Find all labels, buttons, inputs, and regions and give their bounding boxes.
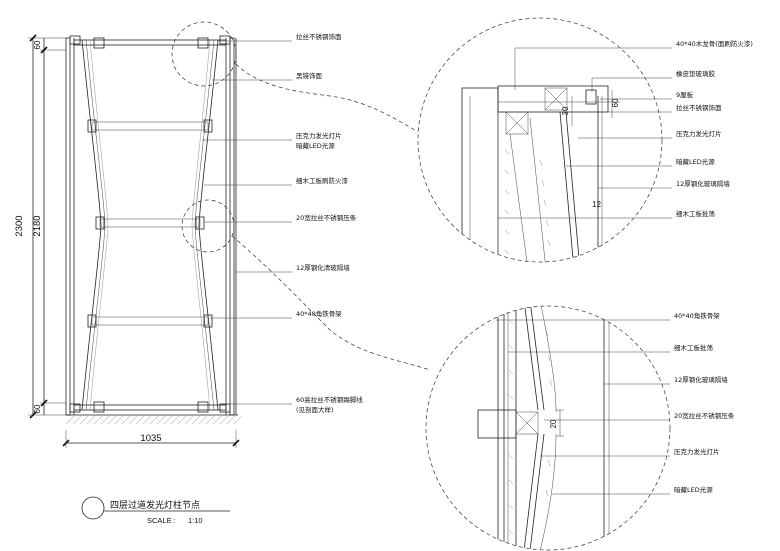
callout-acrylic-panel: 压克力发光灯片 bbox=[296, 131, 342, 140]
hatch-stroke bbox=[72, 415, 82, 425]
hatch-stroke bbox=[142, 415, 152, 425]
hatch-stroke bbox=[156, 415, 166, 425]
callout-stainless-finish: 拉丝不锈钢饰面 bbox=[296, 32, 342, 41]
callout-9mm-board: 9厘板 bbox=[676, 90, 694, 99]
hatch-stroke bbox=[170, 415, 180, 425]
callout-skirting: 60高拉丝不锈钢踢脚线 bbox=[296, 395, 363, 404]
hatch-stroke bbox=[233, 415, 243, 425]
hatch-stroke bbox=[205, 415, 215, 425]
dim-60: 60 bbox=[611, 98, 620, 107]
callout-blockboard-bottom: 细木工板批荡 bbox=[674, 343, 714, 352]
hatch-stroke bbox=[184, 415, 194, 425]
detail-top: 40*40木龙骨(面刷防火漆) 橡皮垫玻璃胶 9厘板 拉丝不锈钢饰面 压克力发光… bbox=[417, 17, 753, 263]
elevation-callouts: 拉丝不锈钢饰面 黑镜饰面 压克力发光灯片 暗藏LED光源 细木工板刷防火漆 20… bbox=[296, 32, 363, 414]
callout-angle-iron: 40*40角铁骨架 bbox=[296, 309, 342, 318]
leaders bbox=[202, 40, 292, 405]
floor-hatch bbox=[65, 414, 243, 425]
callout-glass-wall: 12厚钢化清玻隔墙 bbox=[296, 263, 350, 272]
left-column bbox=[65, 35, 109, 416]
hatch-stroke bbox=[191, 415, 201, 425]
dim-total-height: 2300 bbox=[14, 215, 25, 236]
dim-12: 12 bbox=[592, 200, 601, 209]
vertical-dimensions bbox=[28, 34, 66, 419]
hatch-stroke bbox=[121, 415, 131, 425]
hatch-stroke bbox=[65, 415, 75, 425]
right-column bbox=[191, 35, 235, 416]
link-curve-bottom bbox=[231, 235, 431, 371]
hatch-stroke bbox=[177, 415, 187, 425]
detail-circle-top bbox=[171, 21, 237, 87]
hatch-stroke bbox=[135, 415, 145, 425]
hatch-stroke bbox=[86, 415, 96, 425]
dim-top-base: 60 bbox=[33, 40, 42, 49]
callout-glass-detail: 12厚钢化玻璃隔墙 bbox=[676, 179, 730, 188]
callout-glass-bottom: 12厚钢化玻璃隔墙 bbox=[674, 375, 728, 384]
callout-rubber-pad: 橡皮垫玻璃胶 bbox=[676, 69, 716, 78]
detail-bottom: 40*40角铁骨架 细木工板批荡 12厚钢化玻璃隔墙 20宽拉丝不锈钢压条 压克… bbox=[425, 305, 735, 551]
hatch-stroke bbox=[163, 415, 173, 425]
hatch-stroke bbox=[212, 415, 222, 425]
hatch-stroke bbox=[79, 415, 89, 425]
dim-bottom-base: 60 bbox=[33, 404, 42, 413]
callout-black-mirror: 黑镜饰面 bbox=[296, 71, 323, 80]
main-elevation: 2300 2180 60 60 1035 拉丝不锈钢饰面 bbox=[14, 21, 431, 448]
hatch-stroke bbox=[226, 415, 236, 425]
scale-label: SCALE : bbox=[147, 516, 176, 525]
dim-30: 30 bbox=[561, 106, 570, 115]
cross-frames bbox=[73, 39, 227, 411]
hatch-stroke bbox=[128, 415, 138, 425]
hatch-stroke bbox=[93, 415, 103, 425]
hatch-stroke bbox=[107, 415, 117, 425]
hatch-stroke bbox=[219, 415, 229, 425]
callout-stainless-finish-detail: 拉丝不锈钢饰面 bbox=[676, 103, 722, 112]
callout-hidden-led: 暗藏LED光源 bbox=[296, 141, 335, 150]
dim-width: 1035 bbox=[140, 433, 161, 444]
hatch-stroke bbox=[114, 415, 124, 425]
callout-wood-keel: 40*40木龙骨(面刷防火漆) bbox=[676, 39, 753, 48]
link-curve-top bbox=[235, 63, 419, 133]
detail-bottom-circle bbox=[425, 305, 671, 551]
hatch-stroke bbox=[149, 415, 159, 425]
detail-circle-mid bbox=[181, 199, 235, 253]
callout-stainless-strip: 20宽拉丝不锈钢压条 bbox=[296, 213, 357, 222]
title-circle-icon bbox=[81, 496, 105, 520]
title-block: 四层过道发光灯柱节点 SCALE : 1:10 bbox=[81, 496, 230, 525]
callout-blockboard-detail: 细木工板批荡 bbox=[676, 209, 716, 218]
callout-blockboard: 细木工板刷防火漆 bbox=[296, 176, 349, 185]
detail-bottom-leaders bbox=[496, 319, 670, 495]
scale-value: 1:10 bbox=[188, 516, 203, 525]
horizontal-dimension bbox=[62, 430, 240, 448]
drawing-title: 四层过道发光灯柱节点 bbox=[110, 499, 200, 511]
hatch-stroke bbox=[100, 415, 110, 425]
callout-strip-bottom: 20宽拉丝不锈钢压条 bbox=[674, 411, 735, 420]
dim-inner-height: 2180 bbox=[32, 215, 43, 236]
callout-see-section: (见剖面大样) bbox=[296, 405, 334, 414]
callout-led-detail: 暗藏LED光源 bbox=[676, 157, 715, 166]
callout-angle-iron-detail: 40*40角铁骨架 bbox=[674, 311, 720, 320]
callout-led-bottom: 暗藏LED光源 bbox=[674, 485, 713, 494]
callout-acrylic-detail: 压克力发光灯片 bbox=[676, 129, 722, 138]
hatch-stroke bbox=[198, 415, 208, 425]
callout-acrylic-bottom: 压克力发光灯片 bbox=[674, 447, 720, 456]
detail-top-leaders bbox=[498, 47, 672, 219]
dim-20: 20 bbox=[549, 419, 558, 428]
detail-top-circle bbox=[417, 17, 663, 263]
